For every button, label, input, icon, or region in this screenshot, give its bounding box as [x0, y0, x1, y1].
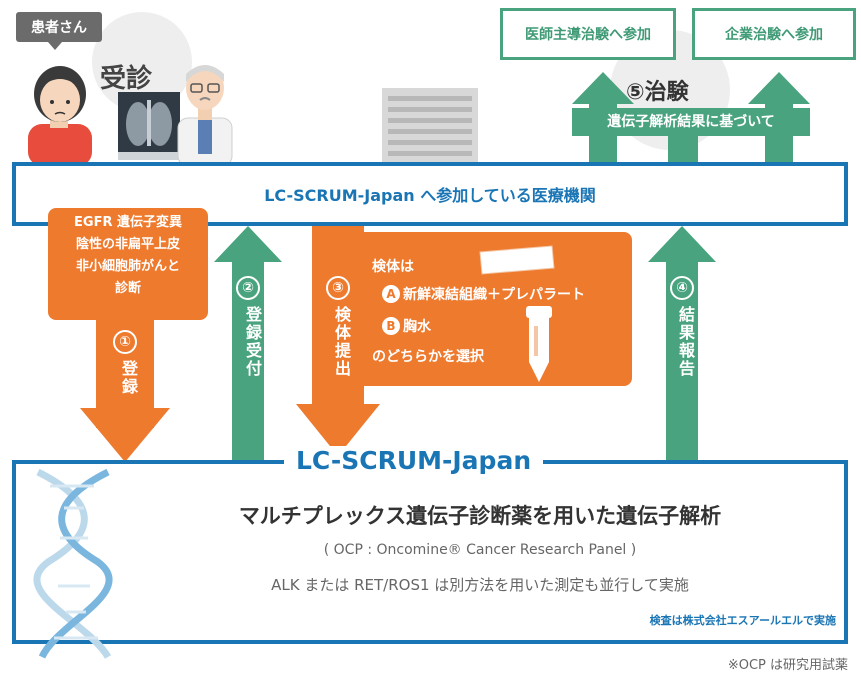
- visit-label: 受診: [100, 64, 153, 94]
- step4-number: ④: [670, 276, 694, 300]
- specimen-footer: のどちらかを選択: [372, 349, 484, 365]
- option-b-text: 胸水: [403, 319, 431, 335]
- test-tube-icon: [526, 306, 552, 382]
- specimen-box: [312, 232, 632, 386]
- diagnosis-line-4: 診断: [114, 281, 141, 296]
- lab-title: LC-SCRUM-Japan: [284, 446, 544, 475]
- option-a-text: 新鮮凍結組織＋プレパラート: [403, 287, 585, 303]
- institution-label: LC-SCRUM-Japan へ参加している医療機関: [264, 186, 596, 205]
- patient-label-text: 患者さん: [31, 20, 87, 36]
- diagnosis-line-1: EGFR 遺伝子変異: [74, 215, 182, 230]
- patient-label: 患者さん: [16, 12, 102, 42]
- dna-helix-icon: [33, 468, 113, 659]
- trial-basis-bar: [572, 108, 810, 136]
- glass-slide-icon: [479, 245, 555, 275]
- company-trial-box: 企業治験へ参加: [692, 8, 856, 60]
- step1-arrow-head: [80, 408, 170, 462]
- step2-arrow: [214, 226, 282, 460]
- footnote: ※OCP は研究用試薬: [727, 658, 848, 673]
- diagnosis-line-2: 陰性の非扁平上皮: [75, 237, 180, 252]
- xray-illustration: [118, 92, 180, 160]
- hospital-building-icon: [382, 88, 478, 164]
- diagnosis-text: EGFR 遺伝子変異 陰性の非扁平上皮 非小細胞肺がんと 診断: [48, 212, 208, 300]
- step1-label: 登録: [119, 360, 138, 396]
- lab-heading: マルチプレックス遺伝子診断薬を用いた遺伝子解析: [238, 504, 722, 528]
- specimen-title: 検体は: [372, 259, 414, 275]
- trial-number: ⑤: [626, 80, 645, 105]
- patient-illustration: [28, 66, 92, 166]
- option-b-mark: B: [382, 317, 400, 335]
- specimen-option-b: B 胸水: [382, 316, 431, 336]
- step4-arrow: [648, 226, 716, 460]
- step3-label: 検体提出: [332, 306, 351, 378]
- step3-arrow-head: [296, 404, 380, 456]
- diagnosis-line-3: 非小細胞肺がんと: [75, 259, 180, 274]
- lab-subtitle: ( OCP : Oncomine® Cancer Research Panel …: [323, 542, 637, 558]
- diagnosis-box: [48, 208, 208, 320]
- lab-company: 検査は株式会社エスアールエルで実施: [649, 614, 836, 627]
- company-trial-text: 企業治験へ参加: [725, 27, 823, 43]
- step3-number: ③: [326, 276, 350, 300]
- doctor-illustration: [177, 65, 233, 166]
- step1-number: ①: [113, 330, 137, 354]
- step2-number: ②: [236, 276, 260, 300]
- option-a-mark: A: [382, 285, 400, 303]
- specimen-option-a: A 新鮮凍結組織＋プレパラート: [382, 284, 585, 304]
- trial-label-text: 治験: [644, 80, 689, 105]
- trial-label: ⑤治験: [626, 74, 689, 106]
- investigator-trial-box: 医師主導治験へ参加: [500, 8, 676, 60]
- investigator-trial-text: 医師主導治験へ参加: [525, 27, 651, 43]
- trial-basis-text: 遺伝子解析結果に基づいて: [607, 114, 775, 130]
- step4-label: 結果報告: [676, 306, 695, 378]
- lab-note: ALK または RET/ROS1 は別方法を用いた測定も並行して実施: [271, 576, 689, 594]
- step2-label: 登録受付: [243, 306, 262, 378]
- patient-label-tail: [48, 42, 62, 50]
- lab-box: [12, 460, 848, 644]
